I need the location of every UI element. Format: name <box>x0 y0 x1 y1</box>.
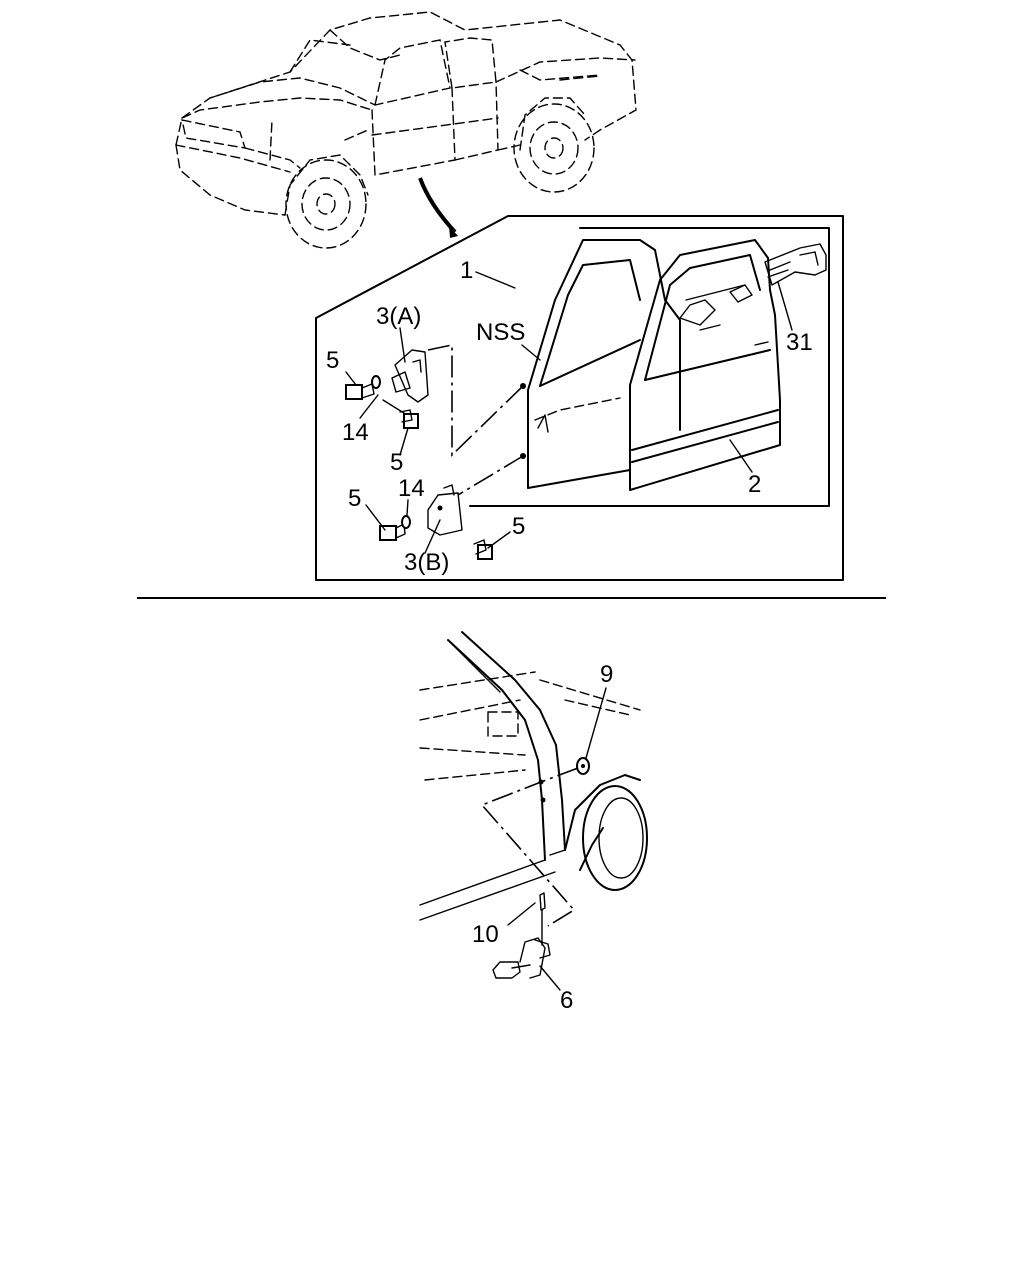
washer-lower <box>401 515 411 529</box>
hinge-upper <box>382 349 429 421</box>
callout-31: 31 <box>786 329 813 356</box>
door-shell <box>527 239 681 489</box>
callout-1: 1 <box>460 257 473 284</box>
checker-detail-illustration <box>419 631 648 991</box>
washer-upper <box>371 375 381 389</box>
truck-overview-illustration <box>175 11 637 249</box>
callout-5-lower-right: 5 <box>512 513 525 540</box>
callout-5-lower-left: 5 <box>348 485 361 512</box>
callout-leaders-top <box>345 271 793 554</box>
bolt-upper-lower <box>399 409 419 429</box>
callout-9: 9 <box>600 661 613 688</box>
callout-2: 2 <box>748 471 761 498</box>
bolt-upper-left <box>345 383 375 400</box>
callout-14-lower: 14 <box>398 475 425 502</box>
hinge-leaders <box>427 344 526 496</box>
callout-6: 6 <box>560 987 573 1014</box>
callout-10: 10 <box>472 921 499 948</box>
callout-5-upper-bottom: 5 <box>390 449 403 476</box>
door-assembly <box>629 239 781 491</box>
callout-nss: NSS <box>476 319 525 346</box>
bolt-lower-left <box>379 523 406 541</box>
callout-3a: 3(A) <box>376 303 421 330</box>
callout-3b: 3(B) <box>404 549 449 576</box>
door-detail-frame <box>315 215 844 581</box>
hinge-lower <box>427 484 463 536</box>
bolt-lower-right <box>473 539 493 560</box>
callout-5-upper-left: 5 <box>326 347 339 374</box>
callout-14-upper: 14 <box>342 419 369 446</box>
weatherstrip <box>764 243 827 286</box>
